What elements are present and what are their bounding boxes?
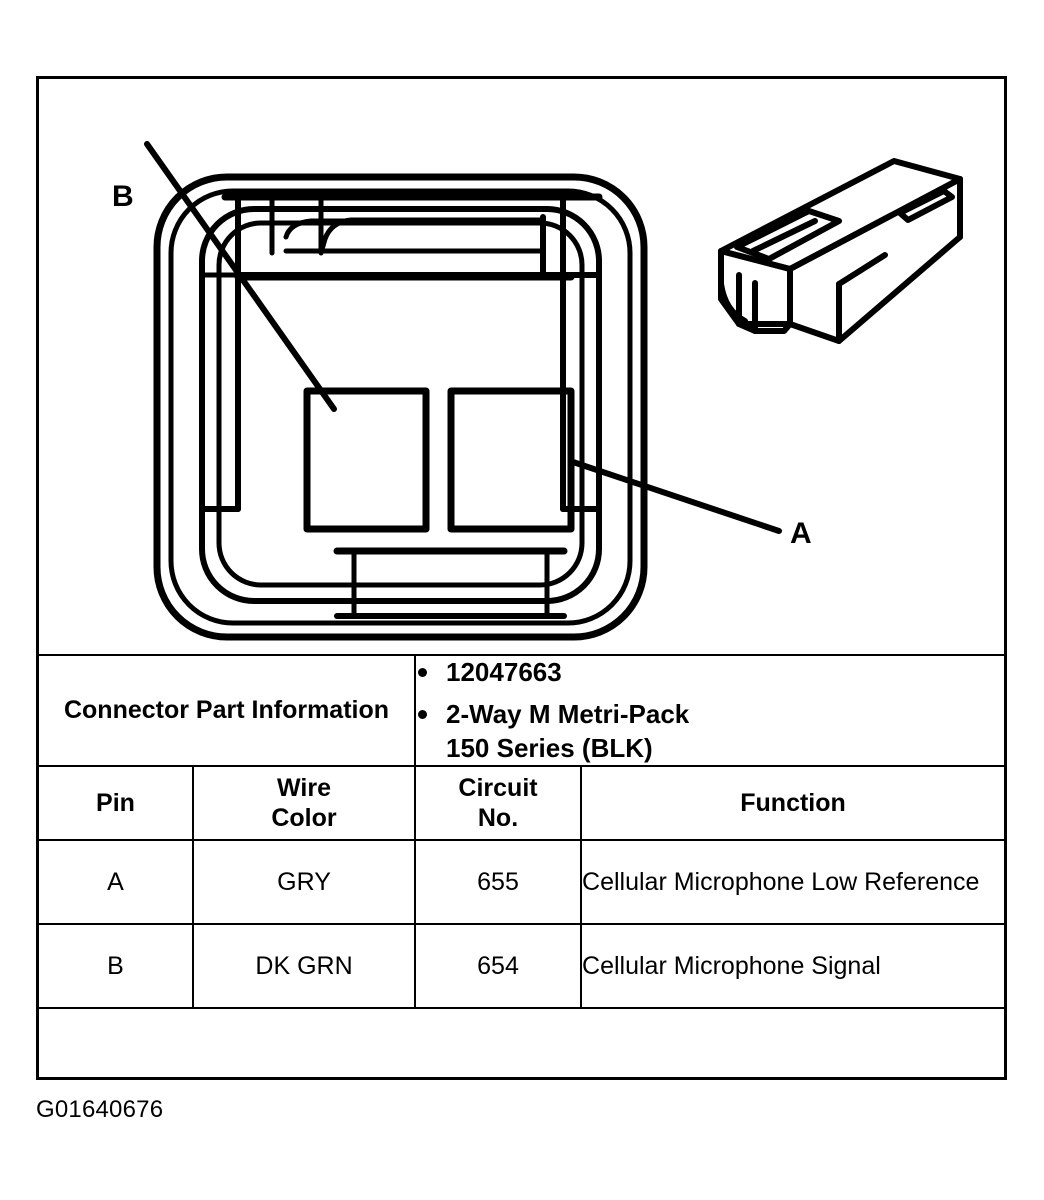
part-information-label-line1: Connector Part bbox=[63, 696, 245, 725]
column-header-wire-color: Wire Color bbox=[191, 765, 417, 842]
table-row: A GRY 655 Cellular Microphone Low Refere… bbox=[39, 839, 1005, 926]
cell-circuit-no: 654 bbox=[414, 923, 583, 1010]
cell-pin: A bbox=[39, 839, 194, 926]
cell-function: Cellular Microphone Low Reference bbox=[580, 839, 1005, 926]
part-description-line1: 2-Way M Metri-Pack bbox=[446, 698, 690, 729]
cell-function: Cellular Microphone Signal bbox=[580, 923, 1005, 1010]
connector-drawing-area: B A bbox=[39, 79, 1004, 654]
cell-circuit-no: 655 bbox=[414, 839, 583, 926]
connector-line-art bbox=[144, 141, 963, 641]
cavity-b-left bbox=[303, 387, 430, 533]
table-header-row: Pin Wire Color Circuit No. Function bbox=[39, 765, 1005, 842]
figure-frame: B A Connector Part Information bbox=[36, 76, 1007, 1080]
part-number-list: 12047663 2-Way M Metri-Pack 150 Series (… bbox=[416, 656, 1004, 765]
bullet-icon bbox=[418, 709, 428, 719]
leader-line-a bbox=[570, 459, 782, 534]
part-information-label: Connector Part Information bbox=[39, 653, 417, 768]
cell-wire-color: DK GRN bbox=[191, 923, 417, 1010]
figure-id-code: G01640676 bbox=[36, 1096, 164, 1123]
connector-face-front-view bbox=[153, 173, 648, 641]
list-item: 2-Way M Metri-Pack 150 Series (BLK) bbox=[416, 698, 1004, 766]
callout-label-a: A bbox=[790, 517, 812, 550]
column-header-circuit-no-line2: No. bbox=[477, 804, 519, 833]
column-header-pin: Pin bbox=[39, 765, 194, 842]
connector-body-isometric-view bbox=[718, 158, 963, 344]
part-information-values: 12047663 2-Way M Metri-Pack 150 Series (… bbox=[414, 653, 1005, 768]
column-header-circuit-no-line1: Circuit bbox=[458, 774, 538, 803]
connector-information-table: Connector Part Information 12047663 2-Wa… bbox=[39, 653, 1005, 1010]
cell-pin: B bbox=[39, 923, 194, 1010]
leader-line-b bbox=[144, 141, 337, 412]
cavity-a-right bbox=[447, 387, 575, 533]
callout-label-b: B bbox=[112, 180, 134, 213]
column-header-function: Function bbox=[580, 765, 1005, 842]
column-header-wire-color-line2: Color bbox=[271, 804, 337, 833]
column-header-wire-color-line1: Wire bbox=[277, 774, 331, 803]
part-number-value: 12047663 bbox=[446, 657, 562, 687]
part-information-label-line2: Information bbox=[251, 696, 390, 725]
column-header-circuit-no: Circuit No. bbox=[414, 765, 583, 842]
cell-wire-color: GRY bbox=[191, 839, 417, 926]
table-row: B DK GRN 654 Cellular Microphone Signal bbox=[39, 923, 1005, 1010]
bullet-icon bbox=[418, 667, 428, 677]
part-description-line2: 150 Series (BLK) bbox=[446, 732, 653, 763]
list-item: 12047663 bbox=[416, 656, 1004, 690]
table-row-part-info: Connector Part Information 12047663 2-Wa… bbox=[39, 653, 1005, 768]
